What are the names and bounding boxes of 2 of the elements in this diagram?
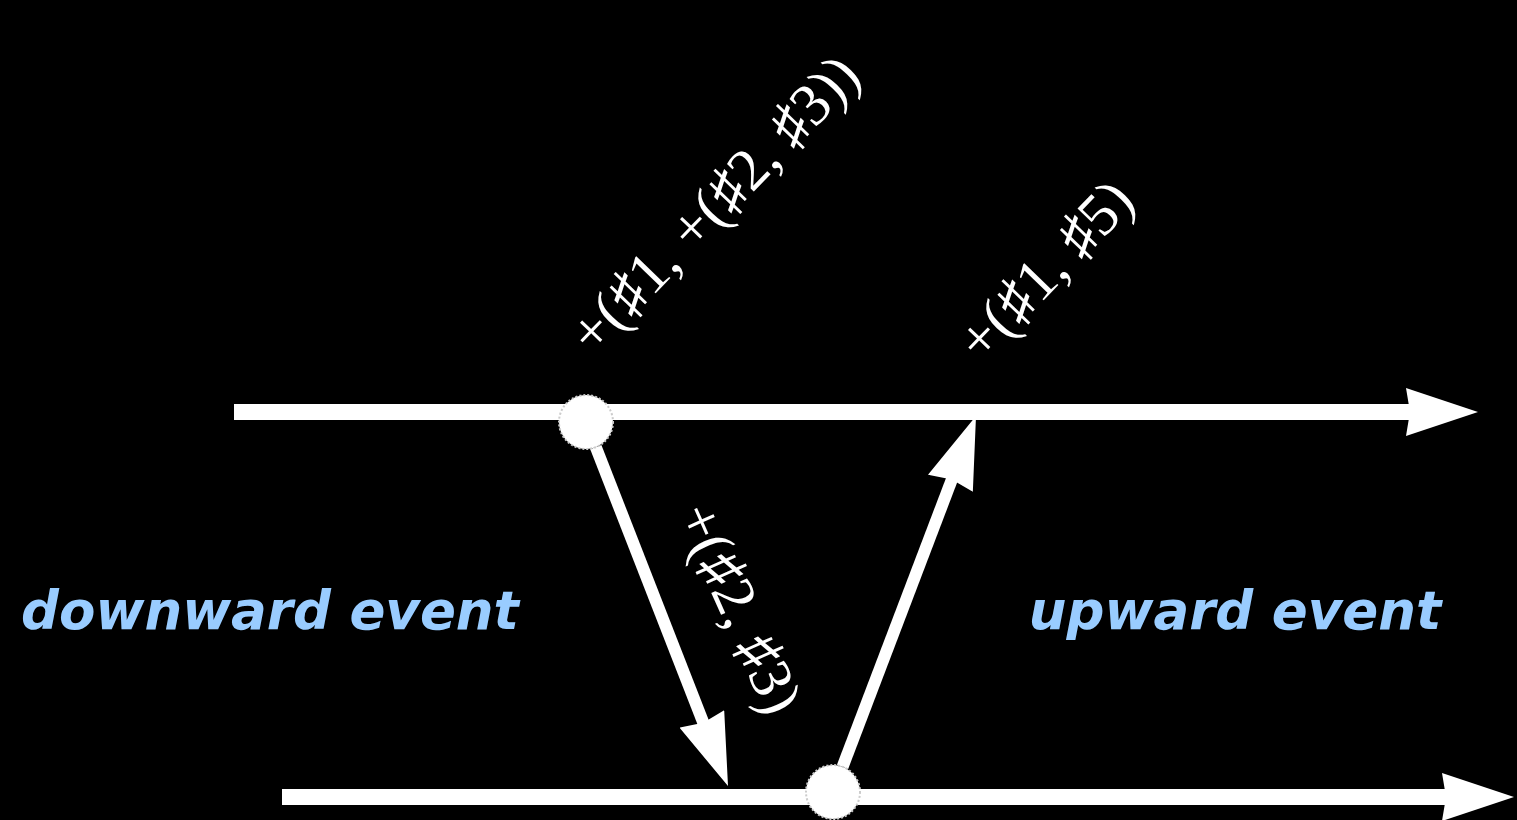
arrow xyxy=(590,444,728,786)
event-label: downward event xyxy=(21,583,519,637)
